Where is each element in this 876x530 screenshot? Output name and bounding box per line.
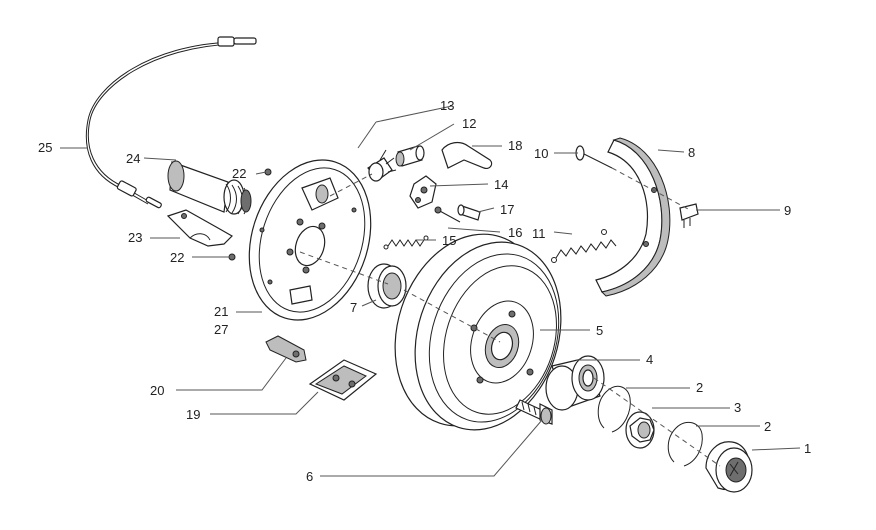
part-2-circlip-upper	[597, 385, 631, 433]
callout-11: 11	[532, 226, 546, 241]
part-6-wheel-bolt	[515, 399, 553, 425]
callout-2-lower: 2	[764, 419, 771, 434]
callout-19: 19	[186, 407, 200, 422]
callout-4: 4	[646, 352, 653, 367]
part-13-adjuster	[367, 149, 397, 182]
part-2-circlip-lower	[667, 421, 703, 467]
callout-7: 7	[350, 300, 357, 315]
callout-2-upper: 2	[696, 380, 703, 395]
part-21-backing-plate	[248, 159, 372, 321]
callout-16: 16	[508, 225, 522, 240]
callout-24: 24	[126, 151, 140, 166]
callout-22-lower: 22	[170, 250, 184, 265]
part-24-wheel-cylinder	[167, 160, 252, 215]
callout-8: 8	[688, 145, 695, 160]
callout-10: 10	[534, 146, 548, 161]
part-12-adjuster-bolt	[395, 145, 425, 167]
callout-18: 18	[508, 138, 522, 153]
part-7-seal	[367, 263, 407, 309]
callout-27: 27	[214, 322, 228, 337]
callout-25: 25	[38, 140, 52, 155]
part-15-spring	[383, 235, 429, 250]
part-18-clip	[441, 141, 493, 169]
callout-17: 17	[500, 202, 514, 217]
part-14-lever	[409, 175, 437, 209]
callout-23: 23	[128, 230, 142, 245]
callout-15: 15	[442, 233, 456, 248]
part-8-brake-shoe	[595, 137, 671, 297]
callout-13: 13	[440, 98, 454, 113]
callout-22-upper: 22	[232, 166, 246, 181]
part-16-screw	[434, 206, 461, 223]
callout-21: 21	[214, 304, 228, 319]
part-9-shoe-clip	[679, 203, 699, 228]
callout-20: 20	[150, 383, 164, 398]
callout-labels: 25 24 22 23 22 21 27 13 12 18 14 17 16 1…	[38, 98, 811, 484]
part-3-hub-nut	[625, 411, 655, 449]
callout-14: 14	[494, 177, 508, 192]
assembly-axes	[299, 167, 721, 467]
part-20-lever	[265, 335, 307, 363]
callout-12: 12	[462, 116, 476, 131]
part-10-retaining-pin	[575, 145, 613, 169]
callout-1: 1	[804, 441, 811, 456]
leader-lines	[60, 105, 801, 477]
part-5-brake-drum	[394, 233, 562, 431]
callout-9: 9	[784, 203, 791, 218]
part-11-return-spring	[551, 229, 617, 263]
part-17-pin	[457, 204, 481, 221]
part-25-handbrake-cable	[85, 36, 257, 209]
part-4-bearing	[545, 355, 605, 411]
callout-5: 5	[596, 323, 603, 338]
part-23-cable-bracket	[166, 209, 233, 247]
part-19-shoe-pad	[308, 359, 378, 401]
part-1-hub-cap	[705, 441, 753, 493]
callout-3: 3	[734, 400, 741, 415]
callout-6: 6	[306, 469, 313, 484]
